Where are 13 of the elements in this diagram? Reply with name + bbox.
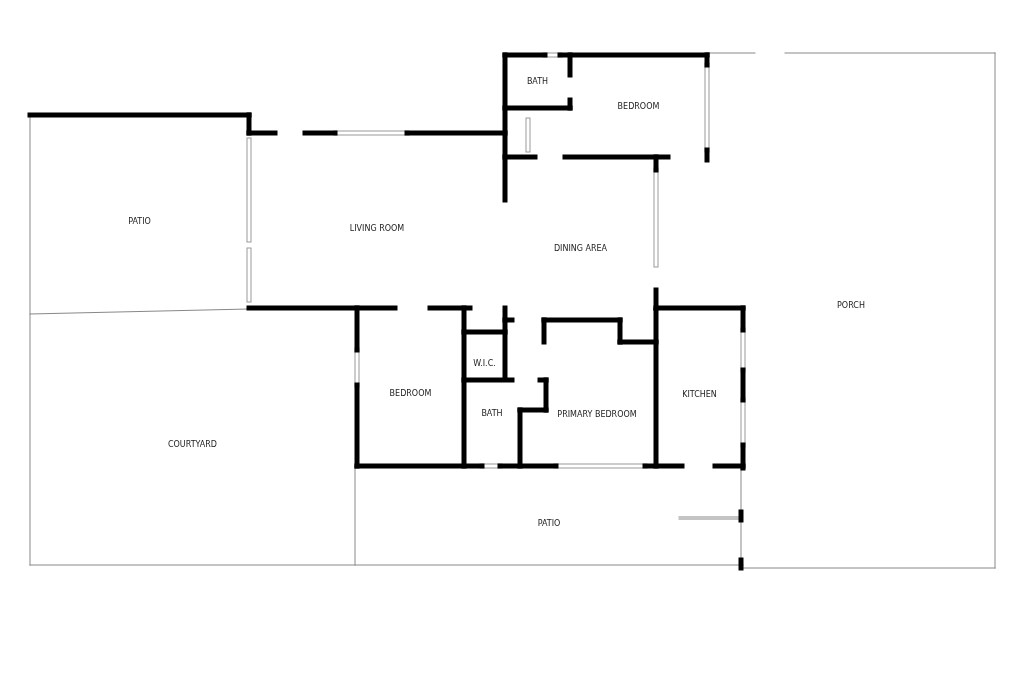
room-label: LIVING ROOM	[349, 223, 405, 233]
room-label: COURTYARD	[167, 440, 218, 449]
room-label: BATH	[481, 408, 503, 418]
room-label: PRIMARY BEDROOM	[557, 409, 637, 419]
room-label: W.I.C.	[473, 358, 496, 368]
room-label: PATIO	[537, 518, 561, 528]
room-label: DINING AREA	[553, 243, 608, 253]
room-label: BEDROOM	[389, 388, 432, 398]
room-label: KITCHEN	[682, 389, 717, 399]
room-label: BEDROOM	[617, 101, 660, 111]
room-label: PATIO	[128, 216, 151, 226]
room-label: BATH	[526, 77, 549, 86]
room-label: PORCH	[837, 300, 865, 310]
